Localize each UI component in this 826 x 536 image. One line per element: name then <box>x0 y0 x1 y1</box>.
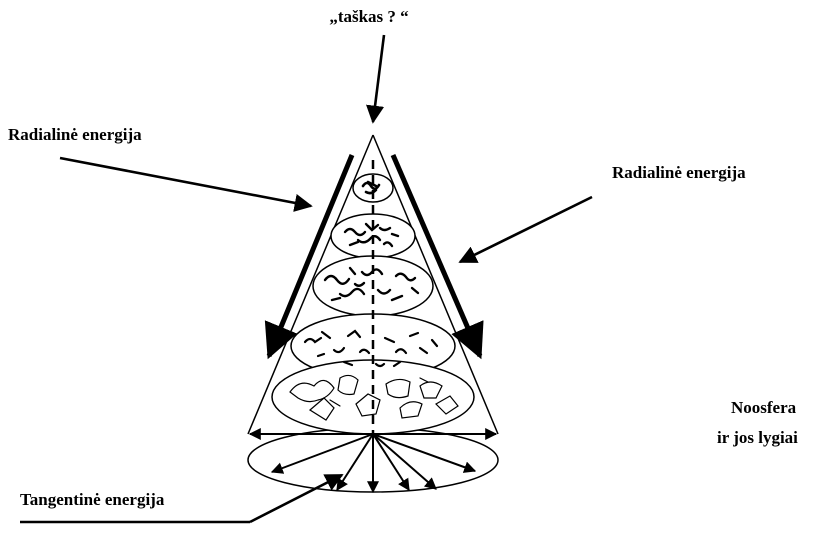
label-noosphere-line2: ir jos lygiai <box>717 428 798 447</box>
label-tangential: Tangentinė energija <box>20 490 165 509</box>
label-top-point: „taškas ? “ <box>329 7 408 26</box>
label-radial-left: Radialinė energija <box>8 125 142 144</box>
label-noosphere-line1: Noosfera <box>731 398 797 417</box>
label-radial-right: Radialinė energija <box>612 163 746 182</box>
